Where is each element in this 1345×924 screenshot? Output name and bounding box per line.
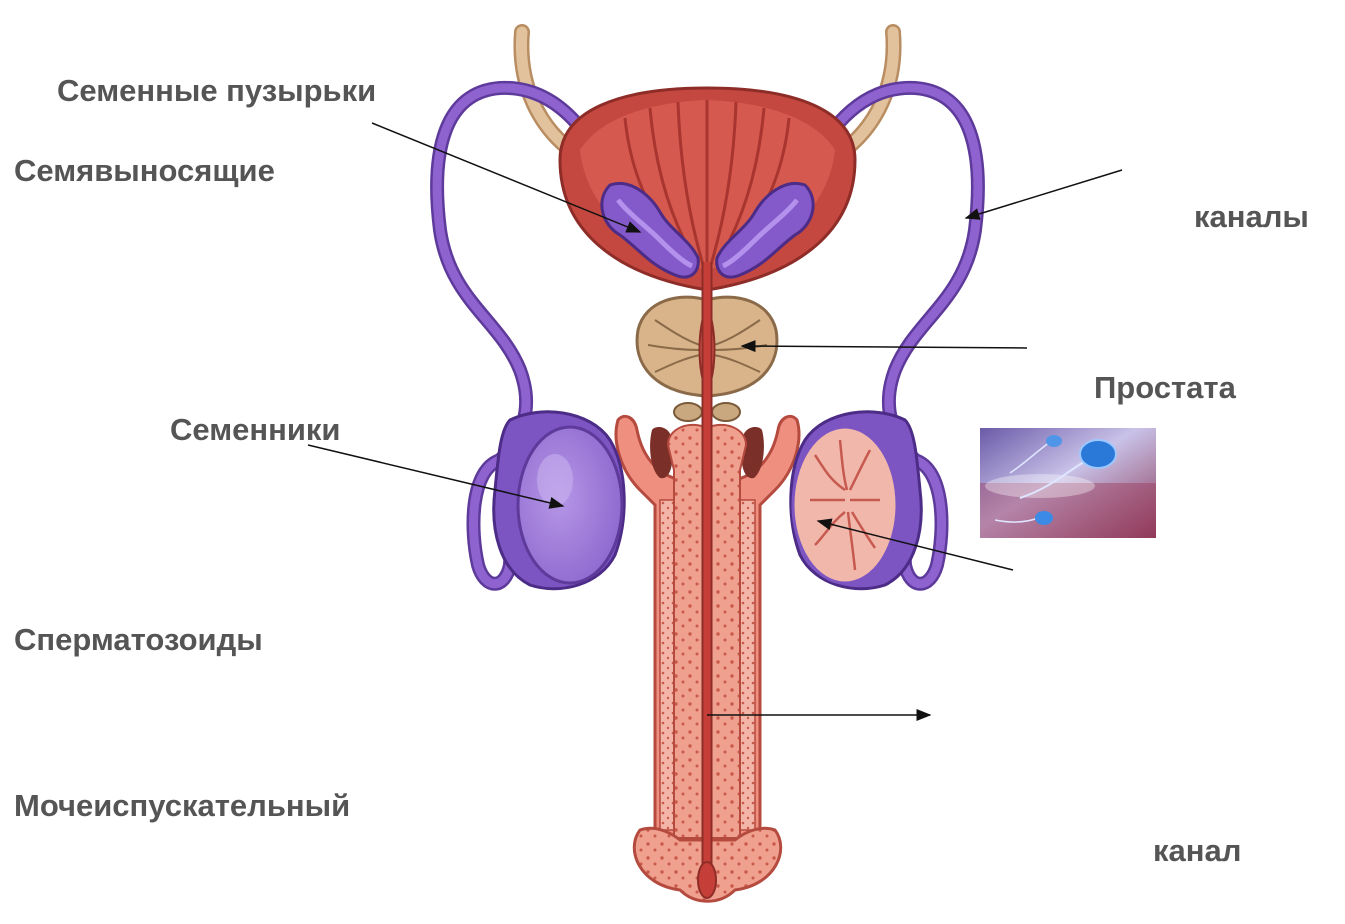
arrow-prostate (742, 346, 1027, 348)
left-testis (473, 412, 624, 589)
label-urethra-line1: Мочеиспускательный (14, 790, 350, 821)
label-seminal-vesicles: Семенные пузырьки (57, 75, 376, 106)
label-spermatozoa: Сперматозоиды (14, 624, 263, 655)
label-vas-deferens-line1: Семявыносящие (14, 155, 275, 186)
arrow-vas-deferens (966, 170, 1122, 218)
label-urethra-line2: канал (1153, 835, 1241, 866)
bladder (560, 88, 855, 290)
label-testes: Семенники (170, 414, 340, 445)
label-prostate: Простата (1094, 372, 1236, 403)
sperm-cell-photo (980, 428, 1156, 538)
label-vas-deferens-line2: каналы (1194, 201, 1309, 232)
right-testis (791, 412, 942, 589)
